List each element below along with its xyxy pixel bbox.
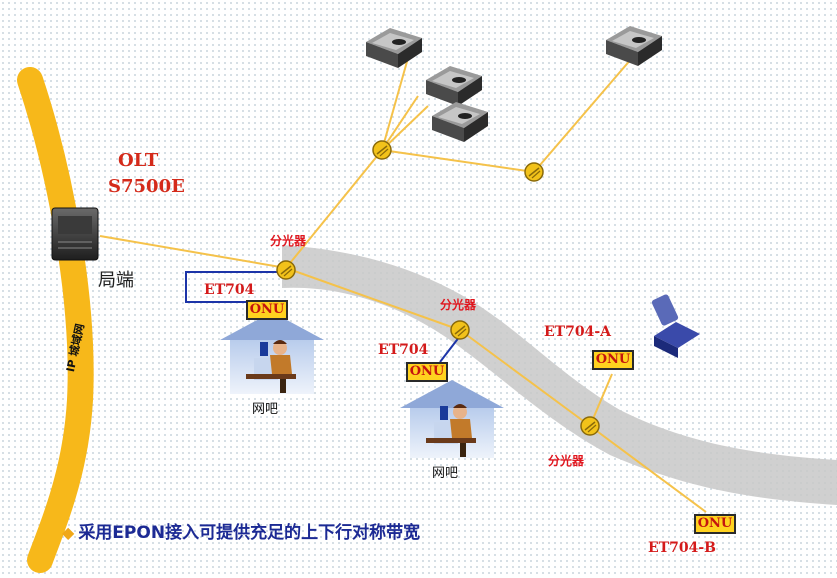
onu-box: ONU bbox=[406, 362, 448, 382]
internet-cafe-label: 网吧 bbox=[252, 402, 279, 417]
et704b-label: ET704-B bbox=[648, 540, 716, 556]
et704a-label: ET704-A bbox=[544, 324, 611, 340]
onu-box: ONU bbox=[246, 300, 288, 320]
caption-text: 采用EPON接入可提供充足的上下行对称带宽 bbox=[78, 523, 421, 543]
olt-device bbox=[51, 207, 99, 261]
set-top-device bbox=[366, 28, 422, 68]
ip-network-backbone bbox=[17, 67, 94, 573]
splitter-label: 分光器 bbox=[270, 234, 307, 248]
olt-title: OLT bbox=[118, 150, 159, 171]
splitter-icon bbox=[580, 416, 600, 436]
terminal-device bbox=[651, 294, 700, 358]
diamond-bullet-icon: ◆ bbox=[62, 523, 75, 542]
onu-box: ONU bbox=[694, 514, 736, 534]
splitter-label: 分光器 bbox=[548, 454, 585, 468]
distribution-band bbox=[282, 245, 837, 505]
onu-access-links bbox=[185, 271, 461, 363]
et704-label: ET704 bbox=[204, 282, 255, 298]
splitter-icon bbox=[524, 162, 544, 182]
local-end-label: 局端 bbox=[98, 270, 134, 291]
fiber-links bbox=[99, 57, 707, 513]
set-top-device bbox=[426, 66, 482, 106]
caption-block: ◆采用EPON接入可提供充足的上下行对称带宽 bbox=[62, 518, 420, 543]
splitter-icon bbox=[372, 140, 392, 160]
internet-cafe-label: 网吧 bbox=[432, 466, 459, 481]
set-top-device bbox=[606, 26, 662, 66]
splitter-icon bbox=[450, 320, 470, 340]
internet-cafe-house bbox=[400, 380, 504, 458]
splitter-icon bbox=[276, 260, 296, 280]
onu-box: ONU bbox=[592, 350, 634, 370]
olt-model: S7500E bbox=[108, 176, 185, 197]
internet-cafe-house bbox=[220, 312, 324, 394]
splitter-label: 分光器 bbox=[440, 298, 477, 312]
et704-label: ET704 bbox=[378, 342, 429, 358]
set-top-device bbox=[432, 102, 488, 142]
